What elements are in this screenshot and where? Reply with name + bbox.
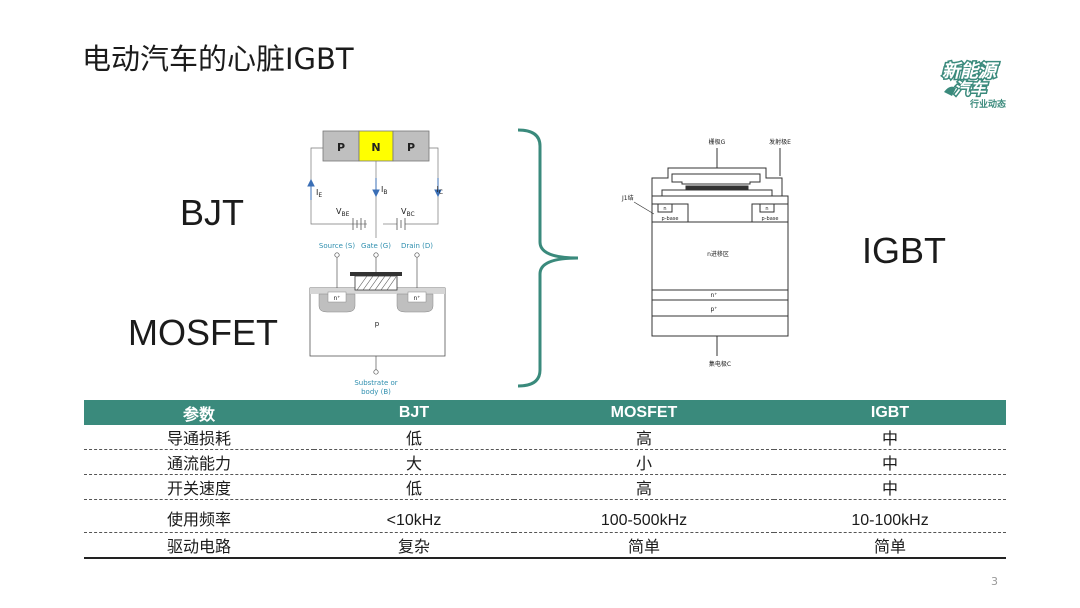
table-cell: 10-100kHz <box>774 499 1006 533</box>
ib-label: I <box>381 185 383 194</box>
logo-line3: 行业动态 <box>969 98 1006 110</box>
gate-terminal-label: Gate (G) <box>361 242 391 250</box>
mosfet-diagram: Source (S) Gate (G) Drain (D) n⁺ n⁺ p Su… <box>309 242 446 396</box>
table-row: 使用频率 <10kHz 100-500kHz 10-100kHz <box>84 499 1006 533</box>
igbt-label: IGBT <box>862 230 947 271</box>
table-cell: <10kHz <box>314 499 514 533</box>
table-header-igbt: IGBT <box>774 400 1006 425</box>
table-cell: 复杂 <box>314 532 514 559</box>
source-terminal-label: Source (S) <box>319 242 355 250</box>
vbc-label: V <box>401 207 407 216</box>
table-cell: 简单 <box>514 532 774 559</box>
mosfet-nplus-right: n⁺ <box>414 295 421 302</box>
comparison-table: 参数 BJT MOSFET IGBT 导通损耗 低 高 中 通流能力 大 小 中… <box>84 400 1006 559</box>
svg-text:IC: IC <box>436 185 443 196</box>
table-header-param: 参数 <box>84 400 314 425</box>
table-cell: 高 <box>514 425 774 450</box>
bjt-region-p-right: P <box>407 141 415 154</box>
igbt-j1-label: J1结 <box>621 194 634 202</box>
drain-terminal-label: Drain (D) <box>401 242 433 250</box>
igbt-emitter-label: 发射极E <box>769 138 791 146</box>
ie-label: I <box>316 188 318 197</box>
mosfet-nplus-left: n⁺ <box>334 295 341 302</box>
table-row: 驱动电路 复杂 简单 简单 <box>84 532 1006 559</box>
substrate-label-1: Substrate or <box>354 379 397 387</box>
table-cell: 使用频率 <box>84 499 314 533</box>
table-cell: 简单 <box>774 532 1006 559</box>
svg-text:IE: IE <box>316 188 322 199</box>
table-cell: 开关速度 <box>84 474 314 500</box>
igbt-n-right: n <box>765 206 768 212</box>
logo-new-energy-vehicle: 新能源 汽车 行业动态 <box>941 60 1007 111</box>
igbt-drift-label: n进移区 <box>707 250 729 258</box>
table-header-row: 参数 BJT MOSFET IGBT <box>84 400 1006 425</box>
slide-title: 电动汽车的心脏IGBT <box>82 42 354 76</box>
table-row: 开关速度 低 高 中 <box>84 474 1006 500</box>
igbt-gate-label: 栅极G <box>709 138 726 146</box>
table-header-bjt: BJT <box>314 400 514 425</box>
igbt-pbase-left: p-base <box>662 216 679 222</box>
table-cell: 低 <box>314 474 514 500</box>
igbt-n-left: n <box>663 206 666 212</box>
table-cell: 驱动电路 <box>84 532 314 559</box>
table-row: 导通损耗 低 高 中 <box>84 425 1006 450</box>
svg-text:VBE: VBE <box>336 207 350 218</box>
curly-brace <box>517 128 579 388</box>
table-header-mosfet: MOSFET <box>514 400 774 425</box>
table-row: 通流能力 大 小 中 <box>84 449 1006 475</box>
table-cell: 100-500kHz <box>514 499 774 533</box>
bjt-diagram: P N P IE IB IC VBE VBC <box>307 130 443 238</box>
table-cell: 中 <box>774 449 1006 475</box>
table-cell: 低 <box>314 425 514 450</box>
substrate-label-2: body (B) <box>361 388 391 396</box>
table-cell: 导通损耗 <box>84 425 314 450</box>
igbt-collector-label: 集电极C <box>709 360 731 368</box>
ib-sub: B <box>383 189 387 196</box>
mosfet-label: MOSFET <box>128 312 278 353</box>
table-cell: 大 <box>314 449 514 475</box>
page-number: 3 <box>991 575 998 588</box>
ic-label: I <box>436 185 438 194</box>
igbt-pplus-label: p⁺ <box>711 306 718 313</box>
bjt-label: BJT <box>180 192 245 233</box>
table-cell: 小 <box>514 449 774 475</box>
igbt-pbase-right: p-base <box>762 216 779 222</box>
bjt-region-p-left: P <box>337 141 345 154</box>
igbt-nplus-label: n⁺ <box>711 292 718 299</box>
table-cell: 中 <box>774 474 1006 500</box>
svg-text:IB: IB <box>381 185 387 196</box>
bjt-region-n: N <box>371 141 380 154</box>
mosfet-substrate-p: p <box>375 320 380 328</box>
vbe-label: V <box>336 207 342 216</box>
table-cell: 中 <box>774 425 1006 450</box>
ie-sub: E <box>318 192 322 199</box>
logo-line1: 新能源 <box>942 61 1000 82</box>
vbc-sub: BC <box>406 211 414 218</box>
table-cell: 高 <box>514 474 774 500</box>
vbe-sub: BE <box>341 211 349 218</box>
igbt-diagram: 栅极G 发射极E J1结 n n p-base p-base n进移区 n⁺ <box>621 138 791 368</box>
table-cell: 通流能力 <box>84 449 314 475</box>
svg-text:VBC: VBC <box>401 207 415 218</box>
logo-line2: 汽车 <box>954 79 988 98</box>
ic-sub: C <box>439 189 443 196</box>
